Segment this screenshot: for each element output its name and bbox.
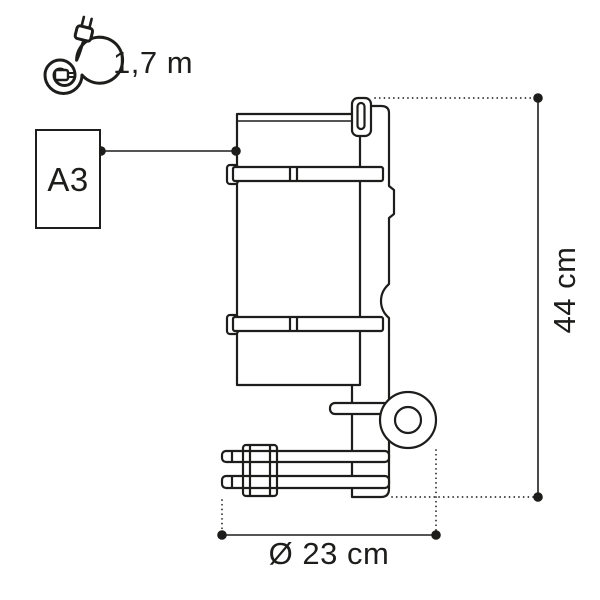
dimension-dot <box>533 492 543 502</box>
cable-connector-tip <box>53 68 74 82</box>
clamp-rails <box>220 449 391 490</box>
cylinder-body <box>235 112 362 387</box>
coiled-cable-plug-icon <box>43 15 125 95</box>
product-drawing <box>220 96 438 499</box>
construction-lines <box>221 97 538 533</box>
dimension-dot <box>533 93 543 103</box>
cable-spiral <box>43 35 125 95</box>
leader-dot <box>231 146 241 156</box>
dimension-lines <box>217 93 543 540</box>
clamp-block <box>241 443 279 498</box>
strap-band-top <box>225 163 385 186</box>
hanger-slot-inner <box>356 101 366 131</box>
strap-band-bottom <box>225 313 385 336</box>
cable-length-label: 1,7 m <box>113 45 193 80</box>
size-label: A3 <box>47 161 88 198</box>
diameter-label: Ø 23 cm <box>269 536 390 571</box>
height-label: 44 cm <box>547 247 582 334</box>
size-callout <box>35 129 241 229</box>
mount-bracket <box>350 104 396 499</box>
dimension-dot <box>217 530 227 540</box>
clamp-ring-knob-hole <box>393 405 423 435</box>
plug-icon <box>73 15 95 43</box>
dimension-dot <box>431 530 441 540</box>
size-box <box>35 129 101 229</box>
